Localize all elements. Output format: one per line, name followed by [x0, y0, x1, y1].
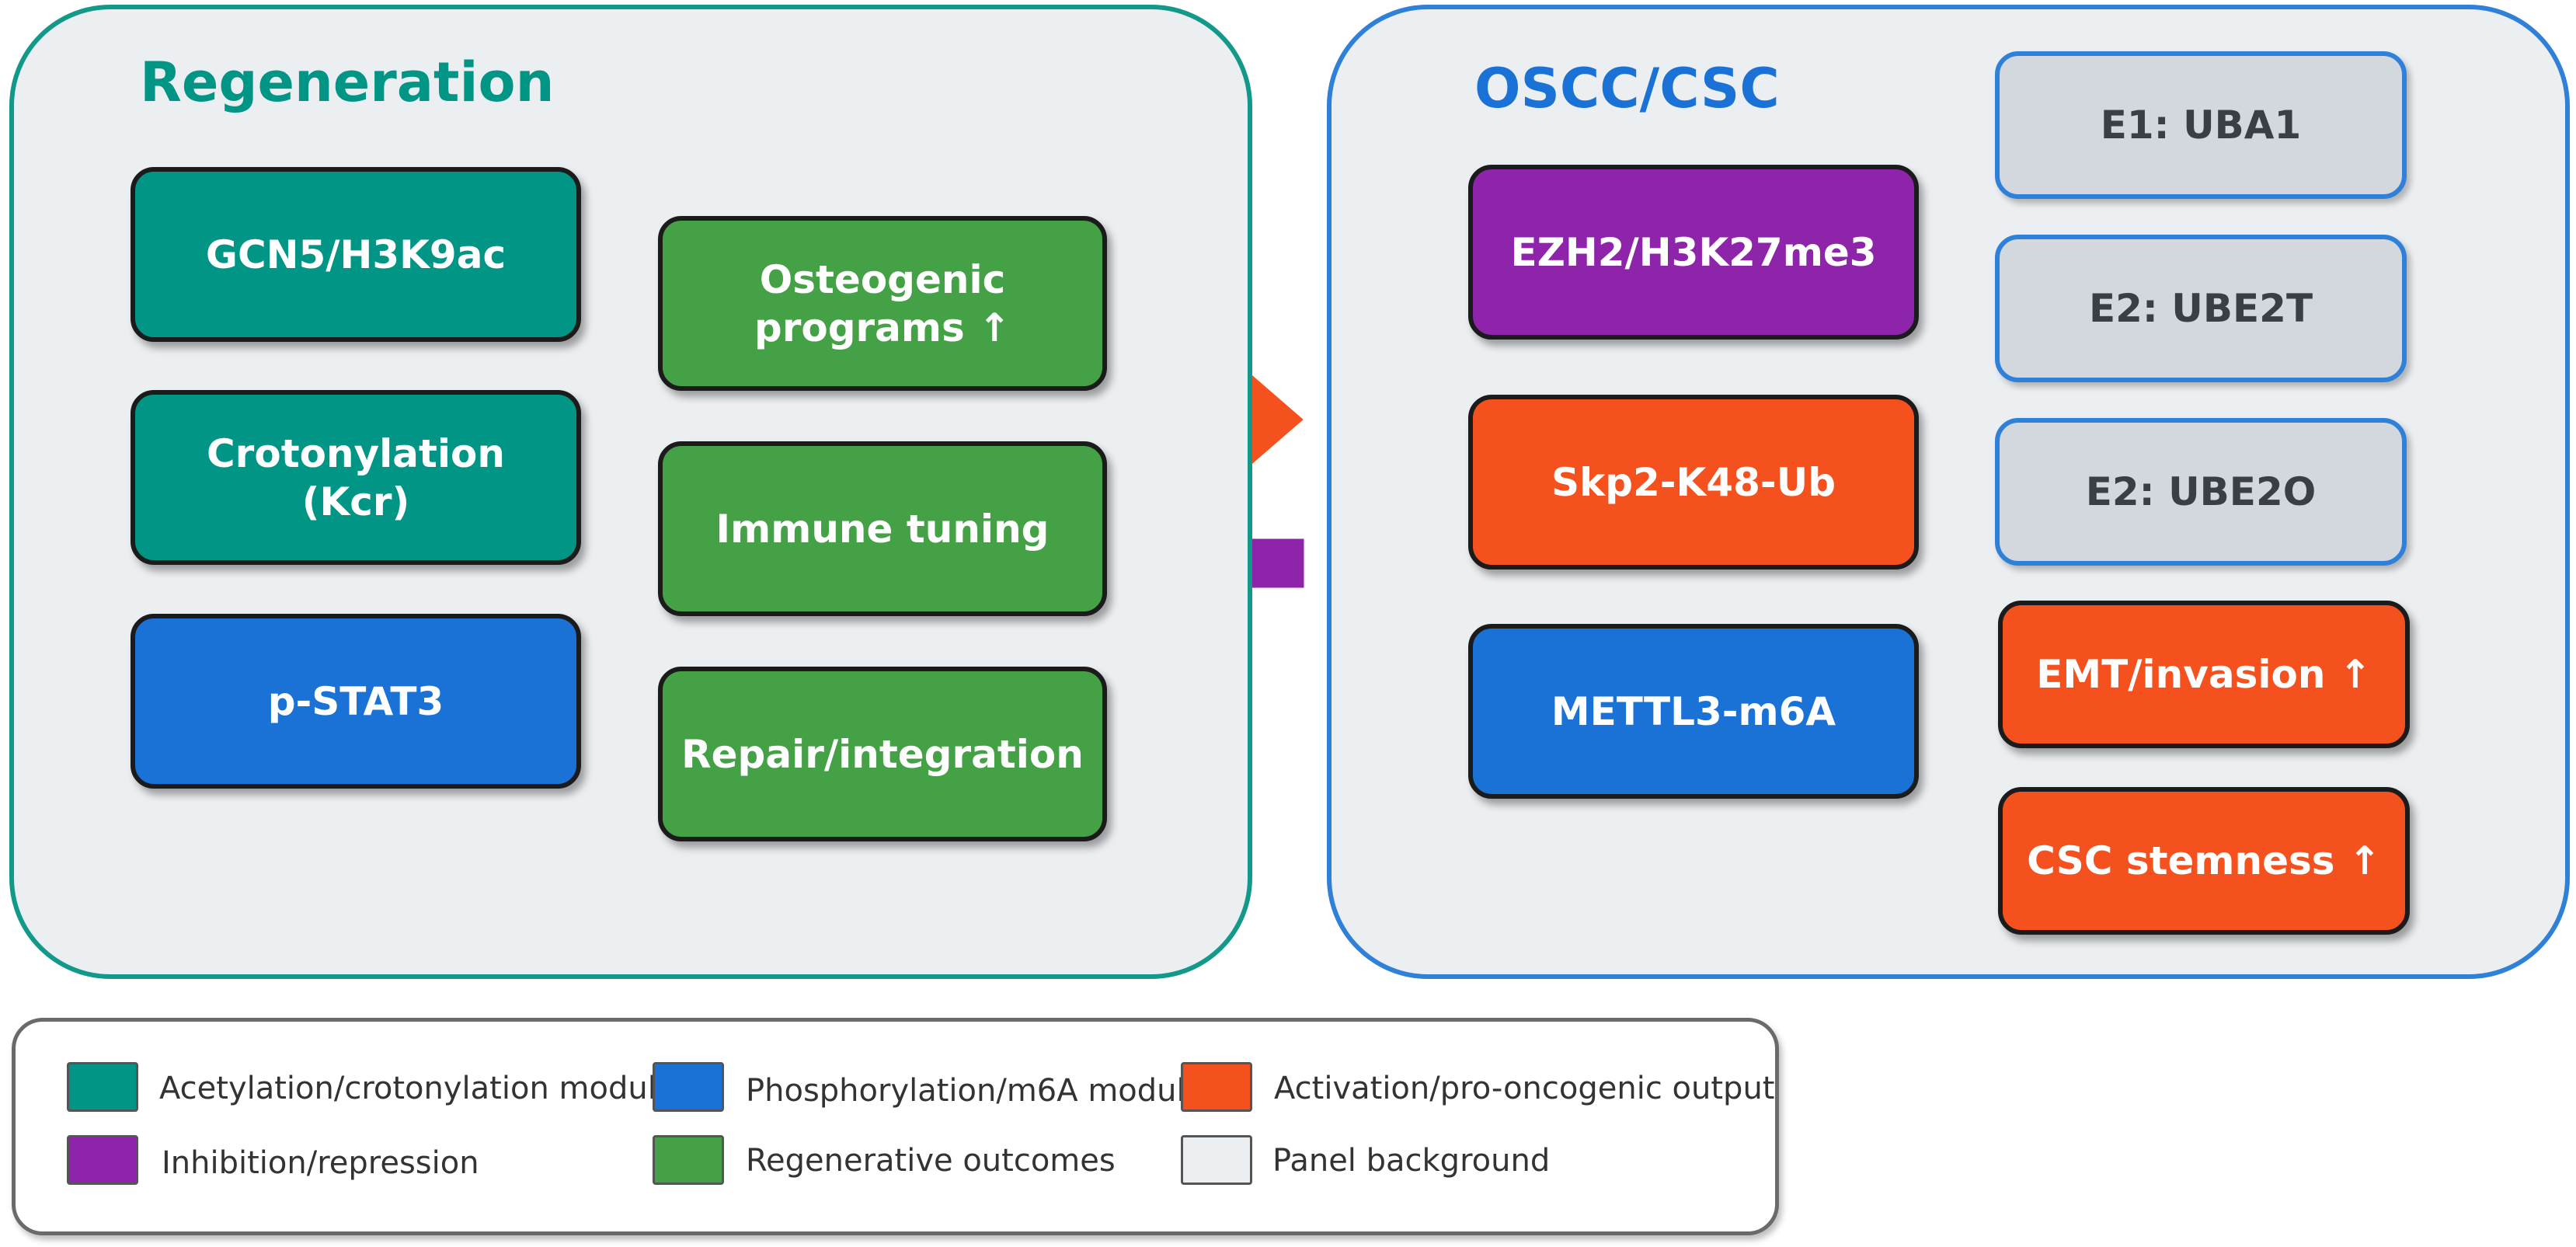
regeneration-title: Regeneration: [140, 51, 555, 114]
csc-stemness-label: CSC stemness: [2027, 838, 2335, 883]
csc-stemness-box: CSC stemness ↑: [1998, 787, 2410, 935]
emt-invasion-label: EMT/invasion: [2036, 652, 2326, 697]
crotonylation-box: Crotonylation (Kcr): [131, 390, 581, 565]
legend-swatch-acetylation: [67, 1062, 138, 1112]
legend-label-acetylation: Acetylation/crotonylation modules: [159, 1071, 692, 1106]
legend-swatch-phosphorylation: [653, 1062, 724, 1112]
legend-label-regenerative: Regenerative outcomes: [746, 1143, 1116, 1179]
legend-label-inhibition: Inhibition/repression: [162, 1145, 479, 1181]
e1-uba1-box: E1: UBA1: [1995, 51, 2407, 199]
osteogenic-programs-box: Osteogenic programs ↑: [658, 216, 1107, 391]
gcn5-h3k9ac-box: GCN5/H3K9ac: [131, 167, 581, 342]
immune-tuning-box: Immune tuning: [658, 441, 1107, 616]
repair-integration-box: Repair/integration: [658, 667, 1107, 841]
legend-swatch-panel-background: [1181, 1135, 1252, 1185]
oscc-csc-title: OSCC/CSC: [1474, 57, 1780, 120]
ezh2-h3k27me3-box: EZH2/H3K27me3: [1468, 165, 1919, 340]
emt-invasion-box: EMT/invasion ↑: [1998, 601, 2410, 748]
legend-swatch-regenerative: [653, 1135, 724, 1185]
up-arrow-icon: ↑: [978, 305, 1011, 350]
osteogenic-line2: programs: [754, 305, 965, 350]
up-arrow-icon: ↑: [2348, 838, 2381, 883]
e2-ube2t-box: E2: UBE2T: [1995, 235, 2407, 382]
osteogenic-line1: Osteogenic: [759, 256, 1006, 302]
legend-label-phosphorylation: Phosphorylation/m6A module: [746, 1073, 1205, 1109]
legend-swatch-activation: [1181, 1062, 1252, 1112]
legend-swatch-inhibition: [67, 1135, 138, 1185]
legend-label-panel-background: Panel background: [1272, 1143, 1551, 1179]
legend: Acetylation/crotonylation modules Phosph…: [12, 1018, 1779, 1235]
e2-ube2o-box: E2: UBE2O: [1995, 418, 2407, 566]
p-stat3-box: p-STAT3: [131, 614, 581, 789]
legend-label-activation: Activation/pro-oncogenic output: [1274, 1071, 1775, 1106]
up-arrow-icon: ↑: [2338, 652, 2372, 697]
skp2-k48-ub-box: Skp2-K48-Ub: [1468, 395, 1919, 570]
mettl3-m6a-box: METTL3-m6A: [1468, 624, 1919, 799]
